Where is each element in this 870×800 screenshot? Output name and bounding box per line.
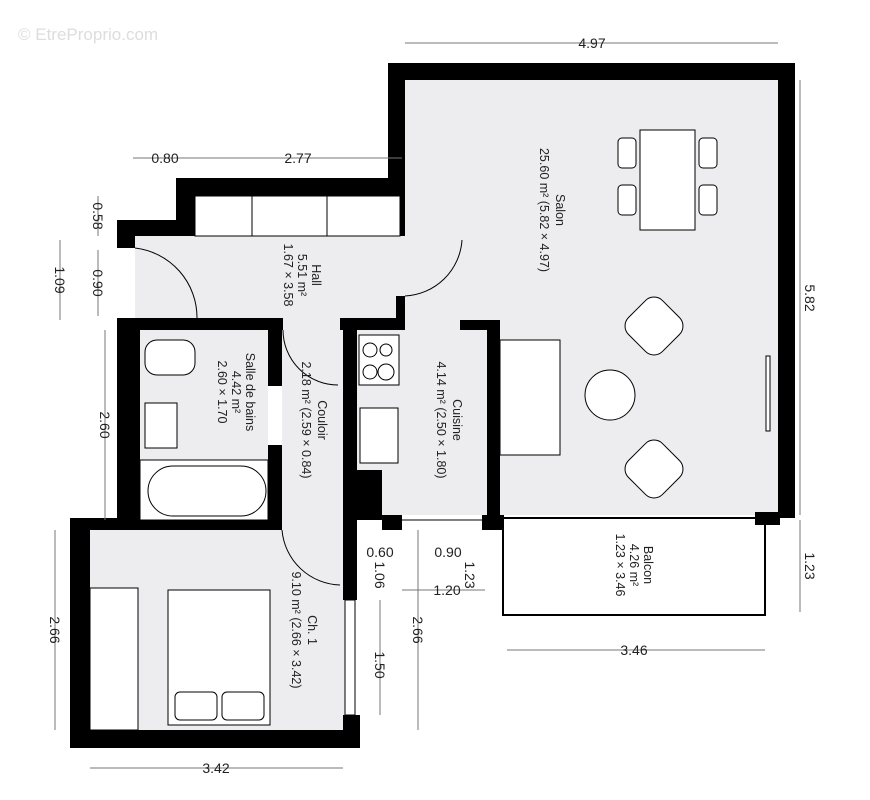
room-label-balcon: Balcon 4.26 m² 1.23 × 3.46 bbox=[613, 534, 655, 597]
room-label-salon: Salon 25.60 m² (5.82 × 4.97) bbox=[537, 148, 567, 272]
salon-door bbox=[404, 239, 463, 297]
dim-balcon-w: 3.46 bbox=[620, 642, 647, 658]
washbasin bbox=[144, 402, 178, 449]
svg-text:1.23 × 3.46: 1.23 × 3.46 bbox=[613, 534, 627, 597]
svg-text:1.67 × 3.58: 1.67 × 3.58 bbox=[281, 244, 295, 307]
svg-text:Salle de bains: Salle de bains bbox=[243, 353, 257, 432]
room-label-ch1: Ch. 1 9.10 m² (2.66 × 3.42) bbox=[289, 571, 319, 688]
salon-window bbox=[765, 355, 771, 432]
dim-ch-h: 2.66 bbox=[47, 616, 63, 643]
dim-wall-b: 0.90 bbox=[434, 544, 461, 560]
bathroom-door bbox=[282, 329, 339, 386]
dim-ch-window: 1.50 bbox=[372, 651, 388, 678]
dim-ch-h2: 2.66 bbox=[410, 616, 426, 643]
svg-text:2.18 m² (2.59 × 0.84): 2.18 m² (2.59 × 0.84) bbox=[299, 361, 313, 478]
svg-text:9.10 m² (2.66 × 3.42): 9.10 m² (2.66 × 3.42) bbox=[289, 571, 303, 688]
armchair bbox=[624, 296, 684, 356]
watermark: © EtreProprio.com bbox=[18, 25, 158, 44]
dim-salon-width: 4.97 bbox=[578, 35, 605, 51]
dim-wall-d: 1.23 bbox=[462, 561, 478, 588]
dim-hall-step: 0.80 bbox=[151, 150, 178, 166]
toilet bbox=[144, 339, 196, 376]
dim-hall-top: 2.77 bbox=[284, 150, 311, 166]
bathtub bbox=[147, 465, 267, 517]
dim-salon-height: 5.82 bbox=[802, 284, 818, 311]
bedroom-door bbox=[281, 529, 341, 586]
hall-cupboards bbox=[194, 195, 401, 237]
svg-text:Salon: Salon bbox=[553, 194, 567, 226]
walls bbox=[70, 63, 795, 748]
balcony-floor bbox=[502, 517, 766, 616]
dim-wall-c: 1.06 bbox=[372, 561, 388, 588]
bedroom-window bbox=[344, 599, 356, 716]
room-label-salle-de-bains: Salle de bains 4.42 m² 2.60 × 1.70 bbox=[215, 353, 257, 432]
dim-wall-a: 0.60 bbox=[366, 544, 393, 560]
dim-balcon-h: 1.23 bbox=[802, 552, 818, 579]
entry-door bbox=[134, 247, 198, 319]
dim-ch-w: 3.42 bbox=[202, 760, 229, 776]
svg-text:2.60 × 1.70: 2.60 × 1.70 bbox=[215, 361, 229, 424]
furniture bbox=[89, 129, 771, 731]
sofa bbox=[499, 339, 561, 456]
sink bbox=[359, 407, 399, 464]
coffee-table bbox=[584, 369, 636, 421]
doors bbox=[134, 239, 463, 586]
svg-text:Cuisine: Cuisine bbox=[450, 399, 464, 441]
dim-bath-h: 2.60 bbox=[97, 411, 113, 438]
wardrobe bbox=[89, 587, 139, 731]
svg-text:Ch. 1: Ch. 1 bbox=[305, 615, 319, 645]
dining-table bbox=[639, 129, 696, 231]
svg-text:4.42 m²: 4.42 m² bbox=[229, 371, 243, 413]
svg-text:Balcon: Balcon bbox=[641, 546, 655, 584]
svg-text:4.26 m²: 4.26 m² bbox=[627, 544, 641, 586]
dim-hall-step-h: 0.58 bbox=[90, 202, 106, 229]
svg-text:25.60 m² (5.82 × 4.97): 25.60 m² (5.82 × 4.97) bbox=[537, 148, 551, 272]
svg-text:4.14 m² (2.50 × 1.80): 4.14 m² (2.50 × 1.80) bbox=[434, 361, 448, 478]
hall-floor bbox=[135, 236, 405, 320]
dim-entry-door: 0.90 bbox=[90, 269, 106, 296]
room-label-cuisine: Cuisine 4.14 m² (2.50 × 1.80) bbox=[434, 361, 464, 478]
dim-entry-total: 1.09 bbox=[52, 266, 68, 293]
svg-text:5.51 m²: 5.51 m² bbox=[295, 254, 309, 296]
dimension-lines bbox=[54, 42, 801, 769]
room-label-hall: Hall 5.51 m² 1.67 × 3.58 bbox=[281, 244, 323, 307]
svg-text:Hall: Hall bbox=[309, 264, 323, 286]
dim-wall-e: 1.20 bbox=[433, 582, 460, 598]
svg-text:Couloir: Couloir bbox=[315, 400, 329, 440]
armchair bbox=[624, 439, 684, 499]
room-label-couloir: Couloir 2.18 m² (2.59 × 0.84) bbox=[299, 361, 329, 478]
